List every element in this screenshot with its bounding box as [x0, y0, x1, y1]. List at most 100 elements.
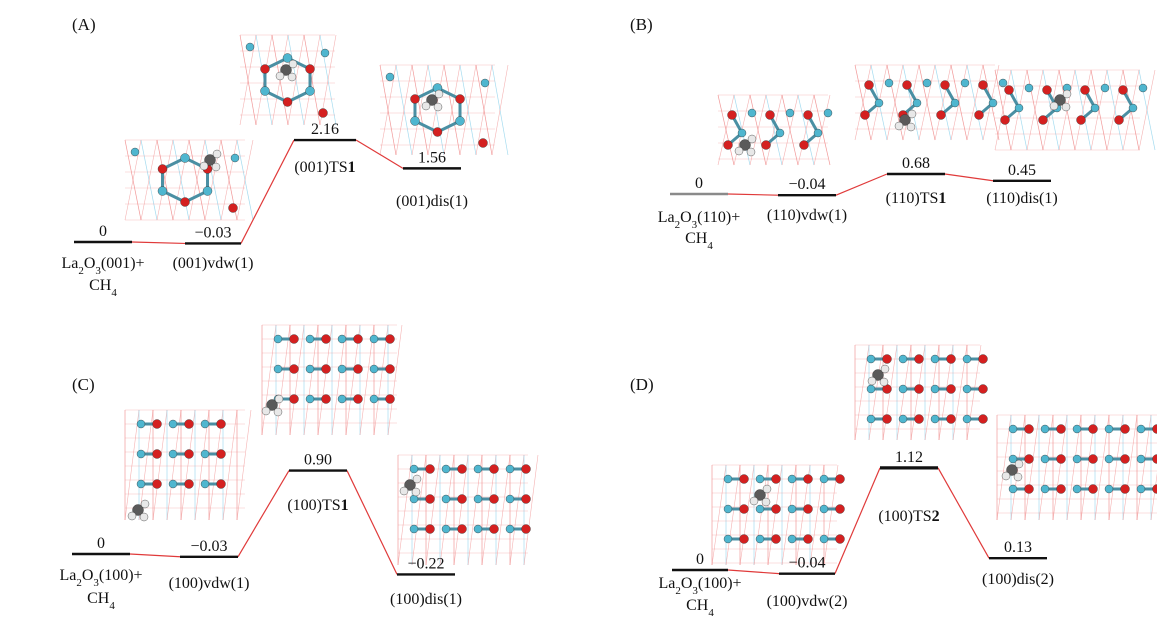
panel-d: (D)0La2O3(100)+CH4−0.04(100)vdw(2)1.12(1… [630, 344, 1157, 619]
h-atom [1013, 472, 1023, 482]
c-atom [132, 504, 144, 516]
la-atom [787, 504, 797, 514]
connector-line [240, 139, 295, 244]
la-atom [950, 98, 960, 108]
o-atom [723, 140, 733, 150]
o-atom [761, 140, 771, 150]
la-atom [747, 108, 757, 118]
la-atom [505, 464, 515, 474]
la-atom [409, 524, 419, 534]
o-atom [152, 479, 162, 489]
o-atom [425, 494, 435, 504]
state-label: La2O3(001)+ [61, 255, 144, 277]
o-atom [1088, 454, 1098, 464]
la-atom [305, 86, 315, 96]
h-atom [894, 121, 904, 131]
la-atom [305, 394, 315, 404]
la-atom [1008, 484, 1018, 494]
la-atom [473, 464, 483, 474]
o-atom [432, 127, 443, 137]
h-atom [879, 377, 889, 387]
o-atom [457, 524, 467, 534]
o-atom [321, 364, 331, 374]
panel-label: (C) [72, 375, 95, 394]
panel-label: (B) [630, 15, 653, 34]
h-atom [1049, 101, 1059, 111]
la-atom [305, 364, 315, 374]
la-atom [369, 394, 379, 404]
state-label: (110)TS1 [886, 190, 947, 207]
o-atom [1024, 454, 1034, 464]
structure-snapshot-a-3 [379, 64, 509, 156]
energy-value: 0.68 [902, 155, 930, 172]
connector-line [834, 467, 881, 574]
h-atom [433, 102, 443, 112]
la-atom [441, 524, 451, 534]
o-atom [216, 449, 226, 459]
o-atom [1038, 115, 1048, 125]
la-atom [136, 419, 146, 429]
o-atom [489, 494, 499, 504]
structure-snapshot-c-1 [124, 409, 252, 522]
o-atom [1152, 424, 1157, 434]
h-atom [907, 109, 917, 119]
o-atom [946, 384, 956, 394]
state-label: (100)TS2 [878, 508, 939, 525]
la-atom [202, 186, 213, 196]
la-atom [962, 354, 972, 364]
state-label-line2: CH4 [685, 230, 713, 252]
o-atom [353, 394, 363, 404]
la-atom [787, 474, 797, 484]
la-atom [136, 449, 146, 459]
la-atom [337, 364, 347, 374]
o-atom [385, 334, 395, 344]
h-atom [275, 71, 285, 81]
o-atom [489, 524, 499, 534]
o-atom [978, 384, 988, 394]
o-atom [289, 394, 299, 404]
state-label: La2O3(100)+ [658, 575, 741, 597]
panel-c: (C)0La2O3(100)+CH4−0.03(100)vdw(1)0.90(1… [59, 324, 539, 612]
h-atom [434, 89, 444, 99]
energy-value: 0.45 [1008, 162, 1036, 179]
la-atom [884, 78, 894, 88]
o-atom [803, 534, 813, 544]
o-atom [1088, 424, 1098, 434]
o-atom [771, 504, 781, 514]
la-atom [1072, 424, 1082, 434]
o-atom [216, 419, 226, 429]
h-atom [274, 394, 284, 404]
o-atom [978, 414, 988, 424]
la-atom [866, 414, 876, 424]
la-atom [723, 474, 733, 484]
o-atom [457, 464, 467, 474]
o-atom [803, 110, 813, 120]
state-label-line2: CH4 [87, 590, 115, 612]
state-label: (100)TS1 [287, 497, 348, 514]
h-atom [140, 499, 150, 509]
o-atom [489, 464, 499, 474]
o-atom [152, 449, 162, 459]
la-atom [369, 364, 379, 374]
o-atom [1056, 454, 1066, 464]
o-atom [835, 474, 845, 484]
h-atom [211, 162, 221, 172]
connector-line [355, 139, 404, 169]
h-atom [288, 59, 298, 69]
la-atom [245, 42, 255, 52]
la-atom [1128, 103, 1138, 113]
la-atom [409, 494, 419, 504]
structure-snapshot-c-3 [397, 454, 539, 566]
o-atom [228, 203, 238, 213]
h-atom [273, 407, 283, 417]
la-atom [819, 534, 829, 544]
connector-line [129, 553, 181, 558]
h-atom [880, 364, 890, 374]
o-atom [940, 80, 950, 90]
o-atom [184, 479, 194, 489]
o-atom [1118, 85, 1128, 95]
o-atom [1152, 484, 1157, 494]
o-atom [184, 419, 194, 429]
la-atom [898, 384, 908, 394]
la-atom [813, 128, 823, 138]
